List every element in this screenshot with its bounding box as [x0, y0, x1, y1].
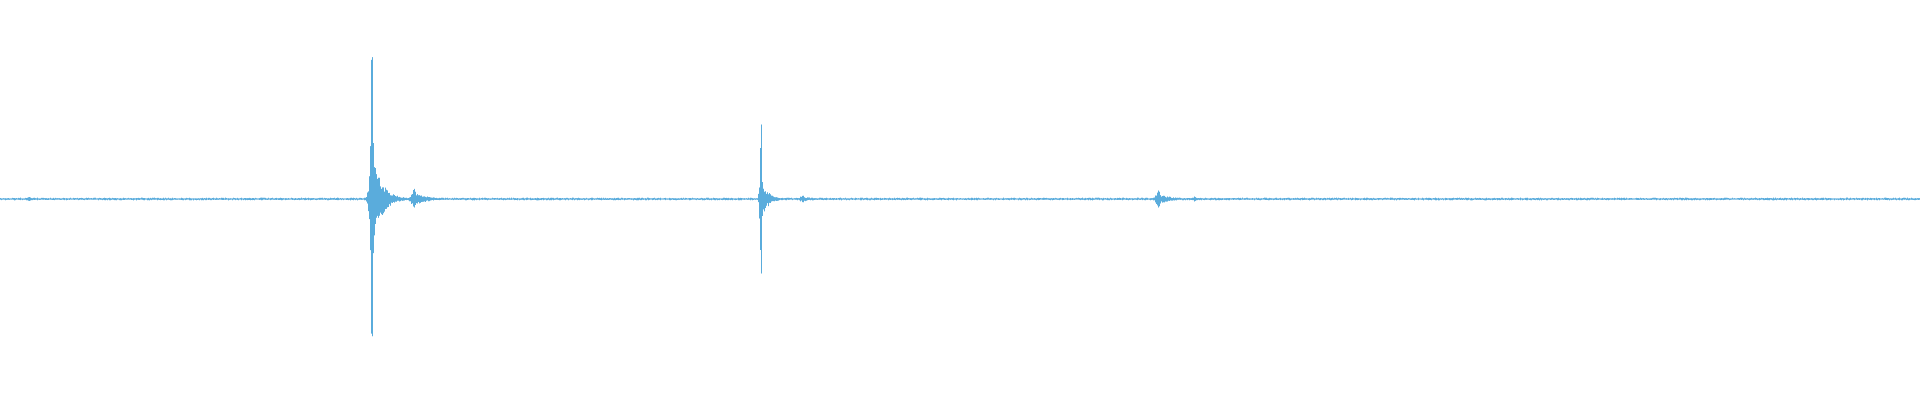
- waveform-samples: [0, 57, 1920, 337]
- waveform-path: [0, 57, 1920, 337]
